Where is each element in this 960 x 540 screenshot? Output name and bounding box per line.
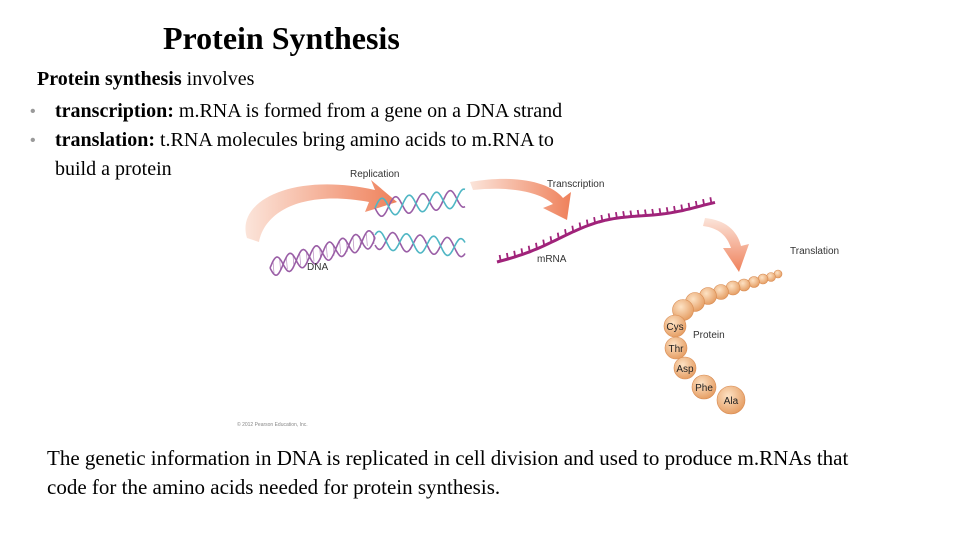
dna-label: DNA — [307, 262, 328, 273]
dna-rung — [299, 253, 302, 266]
dna-rung — [272, 260, 275, 274]
mrna-label: mRNA — [537, 254, 567, 265]
dna-rung — [319, 247, 322, 260]
bullet-text: m.RNA is formed from a gene on a DNA str… — [173, 100, 563, 122]
dna-rung — [372, 231, 375, 245]
mrna-base — [535, 242, 538, 249]
protein-synthesis-diagram: Replication DNA Transcription mRNA Trans… — [237, 169, 839, 428]
mrna-base — [702, 198, 705, 206]
mrna-base — [498, 254, 502, 262]
dna-rung — [312, 249, 315, 262]
dna-helix — [269, 188, 466, 277]
slide-title: Protein Synthesis — [163, 20, 400, 56]
bullet-text: t.RNA molecules bring amino acids to m.R… — [155, 129, 554, 151]
dna-rung — [359, 235, 362, 248]
caption: The genetic information in DNA is replic… — [47, 446, 849, 499]
replication-arrow — [245, 180, 397, 242]
mrna-base — [636, 209, 640, 217]
mrna-base — [607, 213, 611, 220]
amino-acid-cys: Cys — [663, 314, 687, 338]
amino-acid-label: Phe — [695, 383, 713, 394]
dna-strand — [374, 189, 466, 217]
amino-acid-label: Asp — [676, 364, 694, 375]
dna-rung — [285, 257, 288, 270]
dna-rung — [279, 259, 282, 272]
mrna-base — [564, 229, 567, 236]
mrna-base — [687, 202, 691, 210]
mrna-base — [578, 222, 582, 229]
amino-acid-asp: Asp — [673, 356, 697, 380]
mrna-base — [520, 248, 524, 255]
mrna-backbone — [496, 200, 716, 264]
amino-acid-label: Thr — [669, 344, 685, 355]
mrna-base — [615, 211, 618, 219]
mrna-base — [651, 208, 655, 216]
bullet-list: • transcription: m.RNA is formed from a g… — [30, 97, 690, 184]
mrna-base — [549, 236, 553, 243]
amino-acid-label: Ala — [724, 396, 739, 407]
bullet-term: transcription: — [55, 100, 174, 122]
dna-rung — [292, 255, 295, 268]
mrna-base — [585, 219, 589, 226]
mrna-base — [506, 252, 509, 260]
bullet-transcription: • transcription: m.RNA is formed from a g… — [30, 97, 690, 126]
transcription-label: Transcription — [547, 179, 604, 190]
mrna-base — [680, 204, 684, 211]
mrna-base — [593, 216, 596, 224]
mrna-base — [571, 225, 575, 232]
mrna-base — [622, 211, 626, 218]
dna-strand — [269, 233, 376, 273]
intro-rest: involves — [181, 68, 255, 90]
copyright-text: © 2012 Pearson Education, Inc. — [237, 421, 308, 428]
bullet-icon: • — [30, 132, 36, 149]
dna-strand — [374, 231, 466, 258]
mrna-base — [694, 200, 698, 208]
mrna-base — [556, 232, 560, 239]
bullet-term: translation: — [55, 129, 155, 151]
mrna-base — [542, 239, 546, 246]
mrna-strand — [496, 197, 716, 264]
dna-rung — [305, 251, 308, 264]
dna-rung — [352, 237, 355, 250]
dna-rung — [365, 233, 368, 246]
mrna-base — [629, 210, 633, 217]
amino-acid-ala: Ala — [716, 385, 746, 415]
transcription-arrow — [470, 178, 571, 220]
mrna-base — [600, 214, 604, 222]
dna-rung — [345, 239, 348, 252]
mrna-base — [513, 250, 517, 257]
dna-strand — [374, 230, 466, 257]
translation-label: Translation — [790, 246, 839, 257]
dna-rung — [339, 241, 342, 254]
mrna-base — [673, 205, 676, 213]
amino-acid-thr: Thr — [664, 336, 688, 360]
intro-line: Protein synthesis involves — [37, 65, 254, 93]
protein-chain — [672, 269, 783, 321]
mrna-base — [658, 208, 662, 215]
mrna-base — [527, 245, 531, 252]
dna-rung — [332, 243, 335, 256]
replication-label: Replication — [350, 169, 399, 180]
bullet-icon: • — [30, 103, 36, 120]
dna-rung — [325, 245, 328, 258]
amino-acid-label: Cys — [666, 322, 683, 333]
intro-bold: Protein synthesis — [37, 68, 182, 90]
mrna-base — [709, 197, 713, 204]
dna-strand — [374, 188, 466, 216]
protein-label: Protein — [693, 330, 725, 341]
translation-arrow — [703, 218, 749, 272]
mrna-base — [644, 209, 647, 216]
mrna-base — [665, 207, 669, 214]
bullet-continuation: build a protein — [55, 158, 172, 180]
bullet-translation: • translation: t.RNA molecules bring amin… — [30, 126, 690, 184]
amino-acid-phe: Phe — [691, 374, 717, 400]
